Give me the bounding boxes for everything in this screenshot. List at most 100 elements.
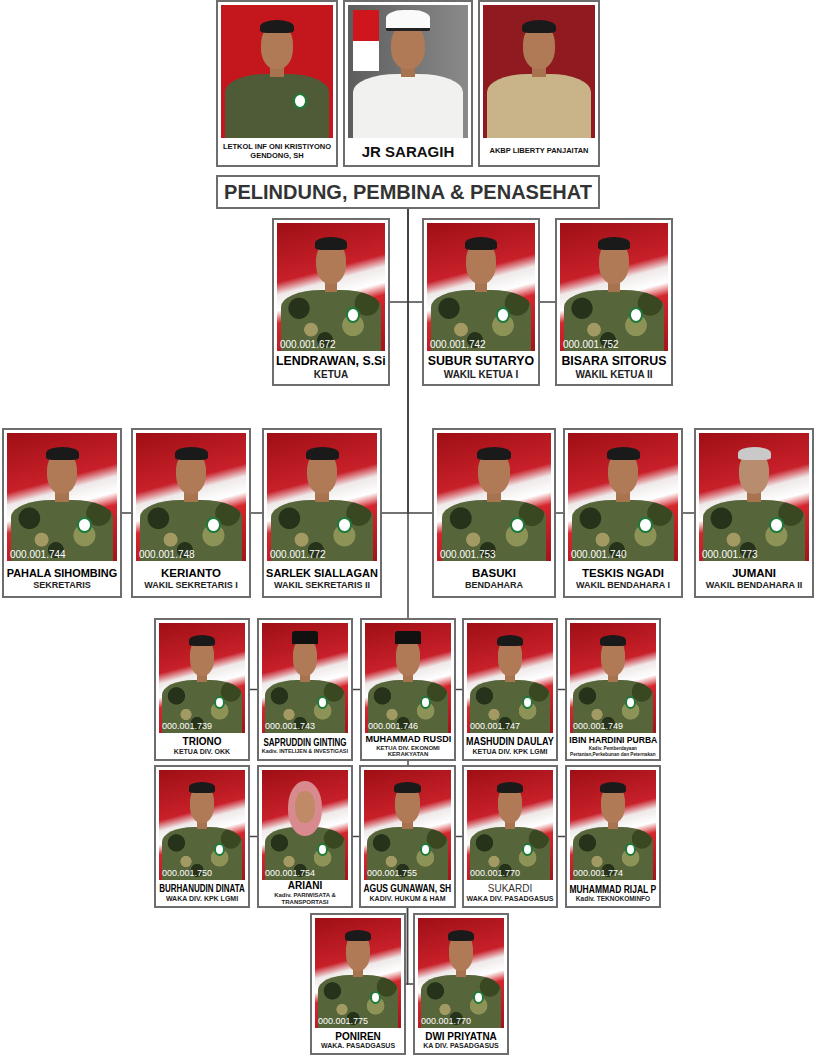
caption-area: MUHAMMAD RUSDIKETUA DIV. EKONOMI KERAKYA… bbox=[364, 734, 452, 758]
portrait-photo: 000.001.749 bbox=[570, 623, 656, 733]
member-role: KA DIV. PASADGASUS bbox=[417, 1042, 505, 1050]
cap-shape bbox=[386, 10, 429, 30]
cap-shape bbox=[395, 631, 421, 644]
member-id: 000.001.672 bbox=[280, 339, 336, 350]
portrait-photo: 000.001.754 bbox=[262, 770, 348, 880]
connector-line bbox=[251, 512, 262, 514]
caption-area: JUMANIWAKIL BENDAHARA II bbox=[698, 562, 810, 595]
member-name: SUKARDI bbox=[466, 883, 554, 895]
member-id: 000.001.774 bbox=[573, 869, 623, 879]
member-role: WAKIL KETUA II bbox=[559, 369, 669, 381]
member-name: PAHALA SIHOMBING bbox=[6, 567, 118, 580]
member-name: MUHAMMAD RIJAL P bbox=[569, 884, 657, 896]
member-name: PONIREN bbox=[314, 1031, 402, 1043]
connector-line bbox=[407, 209, 409, 618]
caption-area: JR SARAGIH bbox=[347, 139, 469, 164]
member-card: 000.001.773JUMANIWAKIL BENDAHARA II bbox=[694, 428, 814, 598]
portrait-photo: 000.001.774 bbox=[570, 770, 656, 880]
member-card: 000.001.748KERIANTOWAKIL SEKRETARIS I bbox=[131, 428, 251, 598]
caption-area: IBIN HARDINI PURBAKadiv. Pemberdayaan Pe… bbox=[569, 734, 657, 758]
member-name: ARIANI bbox=[261, 880, 349, 892]
caption-area: TRIONOKETUA DIV. OKK bbox=[158, 734, 246, 758]
member-role: WAKIL SEKRETARIS II bbox=[266, 580, 378, 590]
member-id: 000.001.772 bbox=[270, 549, 326, 560]
badge-emblem bbox=[346, 307, 360, 322]
badge-emblem bbox=[420, 696, 431, 709]
hair-shape bbox=[497, 635, 523, 646]
hair-shape bbox=[345, 930, 371, 941]
portrait-photo: 000.001.744 bbox=[7, 433, 117, 561]
member-card: 000.001.770SUKARDIWAKA DIV. PASADGASUS bbox=[462, 765, 558, 908]
portrait-photo: 000.001.743 bbox=[262, 623, 348, 733]
badge-emblem bbox=[473, 991, 484, 1004]
member-card: 000.001.746MUHAMMAD RUSDIKETUA DIV. EKON… bbox=[360, 618, 456, 761]
hair-shape bbox=[260, 20, 294, 33]
member-role: WAKA DIV. KPK LGMI bbox=[158, 895, 246, 903]
member-role: SEKRETARIS bbox=[6, 580, 118, 590]
member-name: BURHANUDIN DINATA bbox=[158, 883, 246, 895]
member-id: 000.001.770 bbox=[470, 869, 520, 879]
portrait-photo: 000.001.672 bbox=[277, 223, 385, 351]
member-name: JUMANI bbox=[698, 567, 810, 580]
badge-emblem bbox=[214, 843, 225, 856]
connector-line bbox=[250, 689, 257, 691]
patron-card: JR SARAGIH bbox=[343, 0, 473, 167]
hair-shape bbox=[465, 237, 497, 250]
member-name: BASUKI bbox=[436, 567, 552, 580]
member-name: TRIONO bbox=[158, 736, 246, 748]
badge-emblem bbox=[510, 517, 525, 532]
connector-line bbox=[683, 512, 694, 514]
member-name: AGUS GUNAWAN, SH bbox=[363, 883, 452, 895]
badge-emblem bbox=[496, 307, 510, 322]
caption-area: BASUKIBENDAHARA bbox=[436, 562, 552, 595]
member-card: 000.001.747MASHUDIN DAULAYKETUA DIV. KPK… bbox=[462, 618, 558, 761]
patron-name: LETKOL INF ONI KRISTIYONO GENDONG, SH bbox=[220, 143, 334, 160]
caption-area: DWI PRIYATNAKA DIV. PASADGASUS bbox=[417, 1029, 505, 1052]
member-role: WAKIL BENDAHARA I bbox=[567, 580, 679, 590]
caption-area: PELINDUNG, PEMBINA & PENASEHAT bbox=[220, 177, 596, 207]
member-card: 000.001.749IBIN HARDINI PURBAKadiv. Pemb… bbox=[565, 618, 661, 761]
member-name: DWI PRIYATNA bbox=[417, 1031, 505, 1043]
uniform-body bbox=[487, 74, 590, 138]
portrait-photo: 000.001.746 bbox=[365, 623, 451, 733]
member-role: BENDAHARA bbox=[436, 580, 552, 590]
badge-emblem bbox=[337, 517, 351, 532]
patron-name: JR SARAGIH bbox=[347, 143, 469, 160]
connector-line bbox=[390, 209, 408, 302]
connector-line bbox=[408, 209, 422, 302]
member-role: KETUA DIV. EKONOMI KERAKYATAN bbox=[364, 745, 452, 759]
member-card: 000.001.774MUHAMMAD RIJAL PKadiv. TEKNOK… bbox=[565, 765, 661, 908]
member-id: 000.001.740 bbox=[571, 549, 627, 560]
member-id: 000.001.755 bbox=[367, 869, 417, 879]
member-name: LENDRAWAN, S.Si bbox=[276, 354, 386, 369]
face-shape bbox=[295, 791, 316, 823]
badge-emblem bbox=[293, 93, 308, 109]
member-id: 000.001.744 bbox=[10, 549, 66, 560]
hair-shape bbox=[598, 237, 630, 250]
member-id: 000.001.750 bbox=[162, 869, 212, 879]
hair-shape bbox=[497, 782, 523, 793]
cap-shape bbox=[292, 631, 318, 644]
caption-area: PAHALA SIHOMBINGSEKRETARIS bbox=[6, 562, 118, 595]
hair-shape bbox=[600, 635, 626, 646]
hair-shape bbox=[738, 447, 771, 460]
caption-area: SUKARDIWAKA DIV. PASADGASUS bbox=[466, 881, 554, 905]
caption-area: ARIANIKadiv. PARIWISATA & TRANSPORTASI bbox=[261, 881, 349, 905]
uniform-body bbox=[225, 74, 328, 138]
member-name: SAPRUDDIN GINTING bbox=[261, 737, 349, 749]
member-id: 000.001.749 bbox=[573, 722, 623, 732]
caption-area: TESKIS NGADIWAKIL BENDAHARA I bbox=[567, 562, 679, 595]
member-card: 000.001.743SAPRUDDIN GINTINGKadiv. INTEL… bbox=[257, 618, 353, 761]
portrait-photo: 000.001.772 bbox=[267, 433, 377, 561]
flag-shape bbox=[353, 10, 379, 71]
portrait-photo bbox=[348, 5, 468, 138]
caption-area: SARLEK SIALLAGANWAKIL SEKRETARIS II bbox=[266, 562, 378, 595]
member-role: Kadiv. INTELIJEN & INVESTIGASI bbox=[261, 748, 349, 755]
connector-line bbox=[558, 689, 565, 691]
member-role: KETUA bbox=[276, 369, 386, 381]
member-card: 000.001.753BASUKIBENDAHARA bbox=[432, 428, 556, 598]
caption-area: BURHANUDIN DINATAWAKA DIV. KPK LGMI bbox=[158, 881, 246, 905]
portrait-photo: 000.001.773 bbox=[699, 433, 809, 561]
portrait-photo bbox=[221, 5, 333, 138]
badge-emblem bbox=[629, 307, 643, 322]
